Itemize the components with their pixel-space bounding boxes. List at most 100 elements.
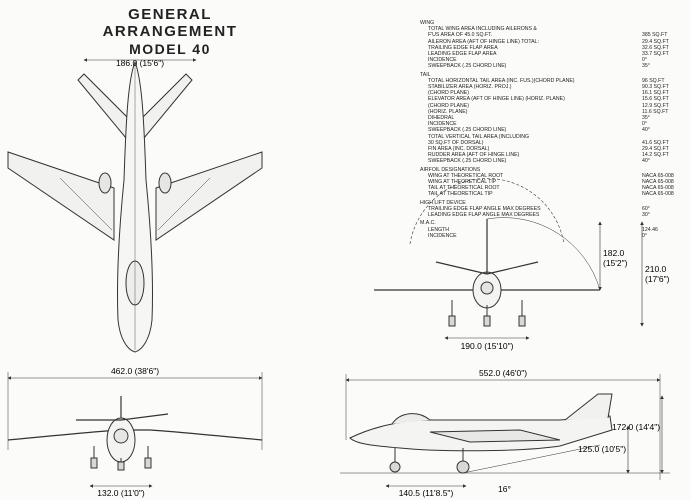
spec-value: 35° (642, 115, 650, 122)
spec-label: ELEVATOR AREA (AFT OF HINGE LINE) (HORIZ… (428, 96, 565, 103)
dim-tread-front: 190.0 (15'10") (461, 341, 514, 351)
spec-value: 385 SQ.FT (642, 32, 668, 39)
spec-label: DIHEDRAL (428, 115, 455, 122)
spec-row: INCIDENCE 0° (420, 121, 682, 127)
spec-label: (CHORD PLANE) (428, 102, 469, 109)
spec-value: 0° (642, 57, 647, 64)
spec-row: TOTAL HORIZONTAL TAIL AREA (INC. FUS.)(C… (420, 78, 682, 84)
spec-label: AILERON AREA (AFT OF HINGE LINE) TOTAL: (428, 38, 539, 45)
spec-value: NACA 65-008 (642, 179, 674, 186)
spec-row: F'US AREA OF 45.0 SQ.FT. 385 SQ.FT (420, 32, 682, 38)
spec-label: SWEEPBACK (.25 CHORD LINE) (428, 127, 507, 134)
spec-row: TAIL AT THEORETICAL ROOT NACA 65-008 (420, 185, 682, 191)
spec-row: TRAILING EDGE FLAP AREA 32.6 SQ.FT (420, 45, 682, 51)
dim-height-upper: 182.0 (603, 248, 625, 258)
spec-value: 15.6 SQ.FT (642, 96, 669, 103)
spec-row: TOTAL WING AREA INCLUDING AILERONS & (420, 26, 682, 32)
spec-row: ELEVATOR AREA (AFT OF HINGE LINE) (HORIZ… (420, 96, 682, 102)
spec-value: 32.6 SQ.FT (642, 44, 669, 51)
spec-row: LEADING EDGE FLAP AREA 33.7 SQ.FT (420, 51, 682, 57)
spec-row: (HORIZ. PLANE) 11.6 SQ.FT (420, 109, 682, 115)
spec-value: 90.3 SQ.FT (642, 84, 669, 91)
spec-value: NACA 65-008 (642, 191, 674, 198)
dim-wheelbase: 140.5 (11'8.5") (399, 488, 454, 498)
drawing-title: GENERAL ARRANGEMENT MODEL 40 (60, 6, 280, 57)
spec-row: DIHEDRAL 35° (420, 115, 682, 121)
spec-row: INCIDENCE 0° (420, 57, 682, 63)
spec-value: 0° (642, 121, 647, 128)
spec-label: F'US AREA OF 45.0 SQ.FT. (428, 32, 493, 39)
spec-value: NACA 65-008 (642, 172, 674, 179)
dim-length: 552.0 (46'0") (479, 368, 527, 378)
spec-row: 30 SQ.FT OF DORSAL) 41.6 SQ.FT (420, 140, 682, 146)
spec-label: TAIL AT THEORETICAL TIP (428, 191, 493, 198)
plan-view (7, 58, 263, 353)
spec-row: (CHORD PLANE) 12.9 SQ.FT (420, 103, 682, 109)
dim-tread-rear: 132.0 (11'0") (97, 488, 145, 498)
spec-value: 40° (642, 158, 650, 165)
spec-value: 29.4 SQ.FT (642, 146, 669, 153)
spec-label: TOTAL VERTICAL TAIL AREA (INCLUDING (428, 133, 529, 140)
spec-value: 33.7 SQ.FT (642, 51, 669, 58)
spec-value: 12.9 SQ.FT (642, 102, 669, 109)
spec-label: TRAILING EDGE FLAP ANGLE MAX DEGREES (428, 205, 541, 212)
spec-value: 96 SQ.FT (642, 77, 665, 84)
spec-section-heading: AIRFOIL DESIGNATIONS (420, 166, 481, 173)
spec-label: TOTAL WING AREA INCLUDING AILERONS & (428, 26, 537, 33)
dim-angle: 16° (498, 484, 511, 494)
spec-label: WING AT THEORETICAL ROOT (428, 172, 504, 179)
title-line-2: MODEL 40 (129, 41, 211, 57)
dim-tail-span: 186.0 (15'6") (116, 58, 164, 68)
spec-label: LEADING EDGE FLAP ANGLE MAX DEGREES (428, 212, 540, 219)
spec-value: 35° (642, 63, 650, 70)
spec-row: TOTAL VERTICAL TAIL AREA (INCLUDING (420, 134, 682, 140)
spec-value: 0° (642, 232, 647, 239)
spec-row: SWEEPBACK (.25 CHORD LINE)35° (420, 63, 682, 69)
spec-value: 29.4 SQ.FT (642, 38, 669, 45)
spec-label: INCIDENCE (428, 57, 457, 64)
spec-label: TRAILING EDGE FLAP AREA (428, 44, 498, 51)
spec-label: (CHORD PLANE) (428, 90, 469, 97)
spec-value: 11.6 SQ.FT (642, 108, 669, 115)
spec-value: NACA 65-008 (642, 185, 674, 192)
spec-section-heading: M.A.C. (420, 220, 436, 227)
dim-height-total: 210.0 (645, 264, 667, 274)
spec-label: TAIL AT THEORETICAL ROOT (428, 185, 500, 192)
spec-label: INCIDENCE (428, 121, 457, 128)
spec-row: TRAILING EDGE FLAP ANGLE MAX DEGREES 60° (420, 206, 682, 212)
dim-height-total-ft: (17'6") (645, 274, 670, 284)
spec-value: 124.46 (642, 226, 658, 233)
spec-value: 40° (642, 127, 650, 134)
dim-height-side-total: 172.0 (14'4") (612, 422, 660, 432)
spec-label: WING AT THEORETICAL TIP (428, 179, 497, 186)
spec-row: RUDDER AREA (AFT OF HINGE LINE)14.2 SQ.F… (420, 152, 682, 158)
spec-label: (HORIZ. PLANE) (428, 108, 468, 115)
title-line-1: GENERAL ARRANGEMENT (102, 6, 238, 40)
spec-row: AILERON AREA (AFT OF HINGE LINE) TOTAL: 2… (420, 39, 682, 45)
spec-label: LENGTH (428, 226, 450, 233)
spec-label: LEADING EDGE FLAP AREA (428, 51, 497, 58)
spec-row: SWEEPBACK (.25 CHORD LINE) 40° (420, 158, 682, 164)
spec-label: TOTAL HORIZONTAL TAIL AREA (INC. FUS.)(C… (428, 77, 575, 84)
spec-row: INCIDENCE 0° (420, 233, 682, 239)
spec-row: WING AT THEORETICAL ROOT NACA 65-008 (420, 173, 682, 179)
spec-label: STABILIZER AREA (HORIZ. PROJ.) (428, 84, 512, 91)
spec-label: SWEEPBACK (.25 CHORD LINE) (428, 158, 507, 165)
dim-span: 462.0 (38'6") (111, 366, 159, 376)
spec-label: FIN AREA (INC. DORSAL) (428, 146, 490, 153)
spec-section-heading: WING (420, 20, 435, 26)
side-view (340, 374, 670, 488)
spec-label: 30 SQ.FT OF DORSAL) (428, 139, 484, 146)
spec-label: INCIDENCE (428, 232, 457, 239)
spec-section-heading: TAIL (420, 71, 431, 78)
spec-value: 41.6 SQ.FT (642, 139, 669, 146)
front-view (374, 178, 644, 340)
spec-value: 16.1 SQ.FT (642, 90, 669, 97)
spec-row: (CHORD PLANE) 16.1 SQ.FT (420, 90, 682, 96)
spec-row: TAIL AT THEORETICAL TIP NACA 65-008 (420, 191, 682, 197)
spec-value: 14.2 SQ.FT (642, 152, 669, 159)
dim-height-upper-ft: (15'2") (603, 258, 628, 268)
spec-value: 60° (642, 205, 650, 212)
